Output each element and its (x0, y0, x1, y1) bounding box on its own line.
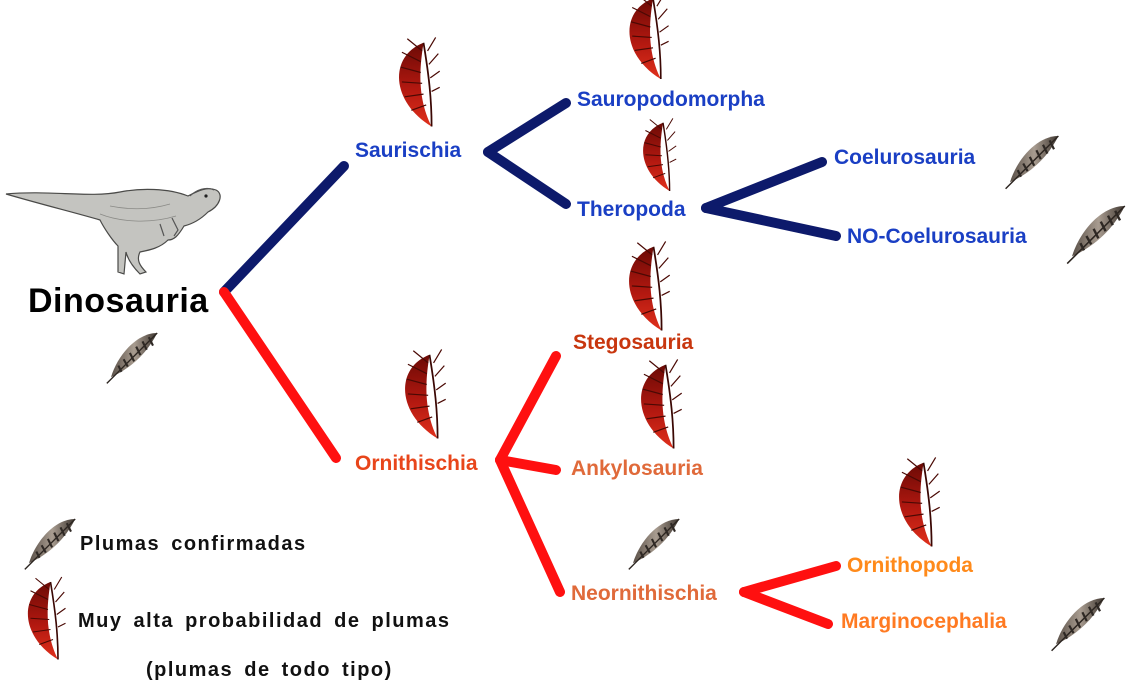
legend-icons (23, 517, 77, 661)
node-dinosauria: Dinosauria (28, 282, 209, 320)
red-feather-icon (898, 456, 941, 548)
legend-probable-label-line1: Muy alta probabilidad de plumas (78, 610, 451, 632)
edge-theropoda-no_coelurosauria (701, 203, 841, 241)
node-ankylosauria: Ankylosauria (571, 457, 703, 480)
edge-neornithischia-marginocephalia (739, 587, 833, 629)
edge-dinosauria-saurischia (219, 161, 349, 297)
edge-theropoda-coelurosauria (701, 157, 827, 213)
dinosaur-illustration (5, 187, 221, 275)
red-feather-icon (640, 358, 683, 450)
red-feather-icon (628, 240, 671, 332)
edge-ornithischia-ankylosauria (495, 455, 561, 475)
red-feather-icon (628, 0, 670, 80)
gray-feather-icon (627, 517, 681, 571)
node-no-coelurosauria: NO-Coelurosauria (847, 225, 1027, 248)
node-theropoda: Theropoda (577, 198, 686, 221)
gray-feather-icon (1065, 204, 1127, 265)
edges-layer (219, 98, 841, 629)
node-saurischia: Saurischia (355, 139, 462, 162)
edge-dinosauria-ornithischia (219, 287, 341, 463)
red-feather-icon (404, 348, 447, 440)
edge-ornithischia-stegosauria (495, 351, 561, 465)
red-feather-icon (398, 36, 441, 128)
gray-feather-icon (23, 517, 77, 571)
node-ornithopoda: Ornithopoda (847, 554, 973, 577)
edge-neornithischia-ornithopoda (739, 561, 841, 597)
legend-confirmed-label: Plumas confirmadas (80, 533, 307, 555)
node-ornithischia: Ornithischia (355, 452, 478, 475)
edge-saurischia-sauropodomorpha (483, 98, 571, 157)
red-feather-icon (27, 576, 67, 661)
node-marginocephalia: Marginocephalia (841, 610, 1007, 633)
node-sauropodomorpha: Sauropodomorpha (577, 88, 765, 111)
node-stegosauria: Stegosauria (573, 331, 694, 354)
legend-probable-label-line2: (plumas de todo tipo) (146, 659, 393, 681)
edge-ornithischia-neornithischia (495, 455, 565, 597)
gray-feather-icon (1050, 596, 1106, 652)
node-coelurosauria: Coelurosauria (834, 146, 976, 169)
node-neornithischia: Neornithischia (571, 582, 717, 605)
red-feather-icon (642, 117, 677, 192)
gray-feather-icon (105, 331, 159, 385)
edge-saurischia-theropoda (483, 147, 571, 209)
gray-feather-icon (1004, 134, 1060, 190)
